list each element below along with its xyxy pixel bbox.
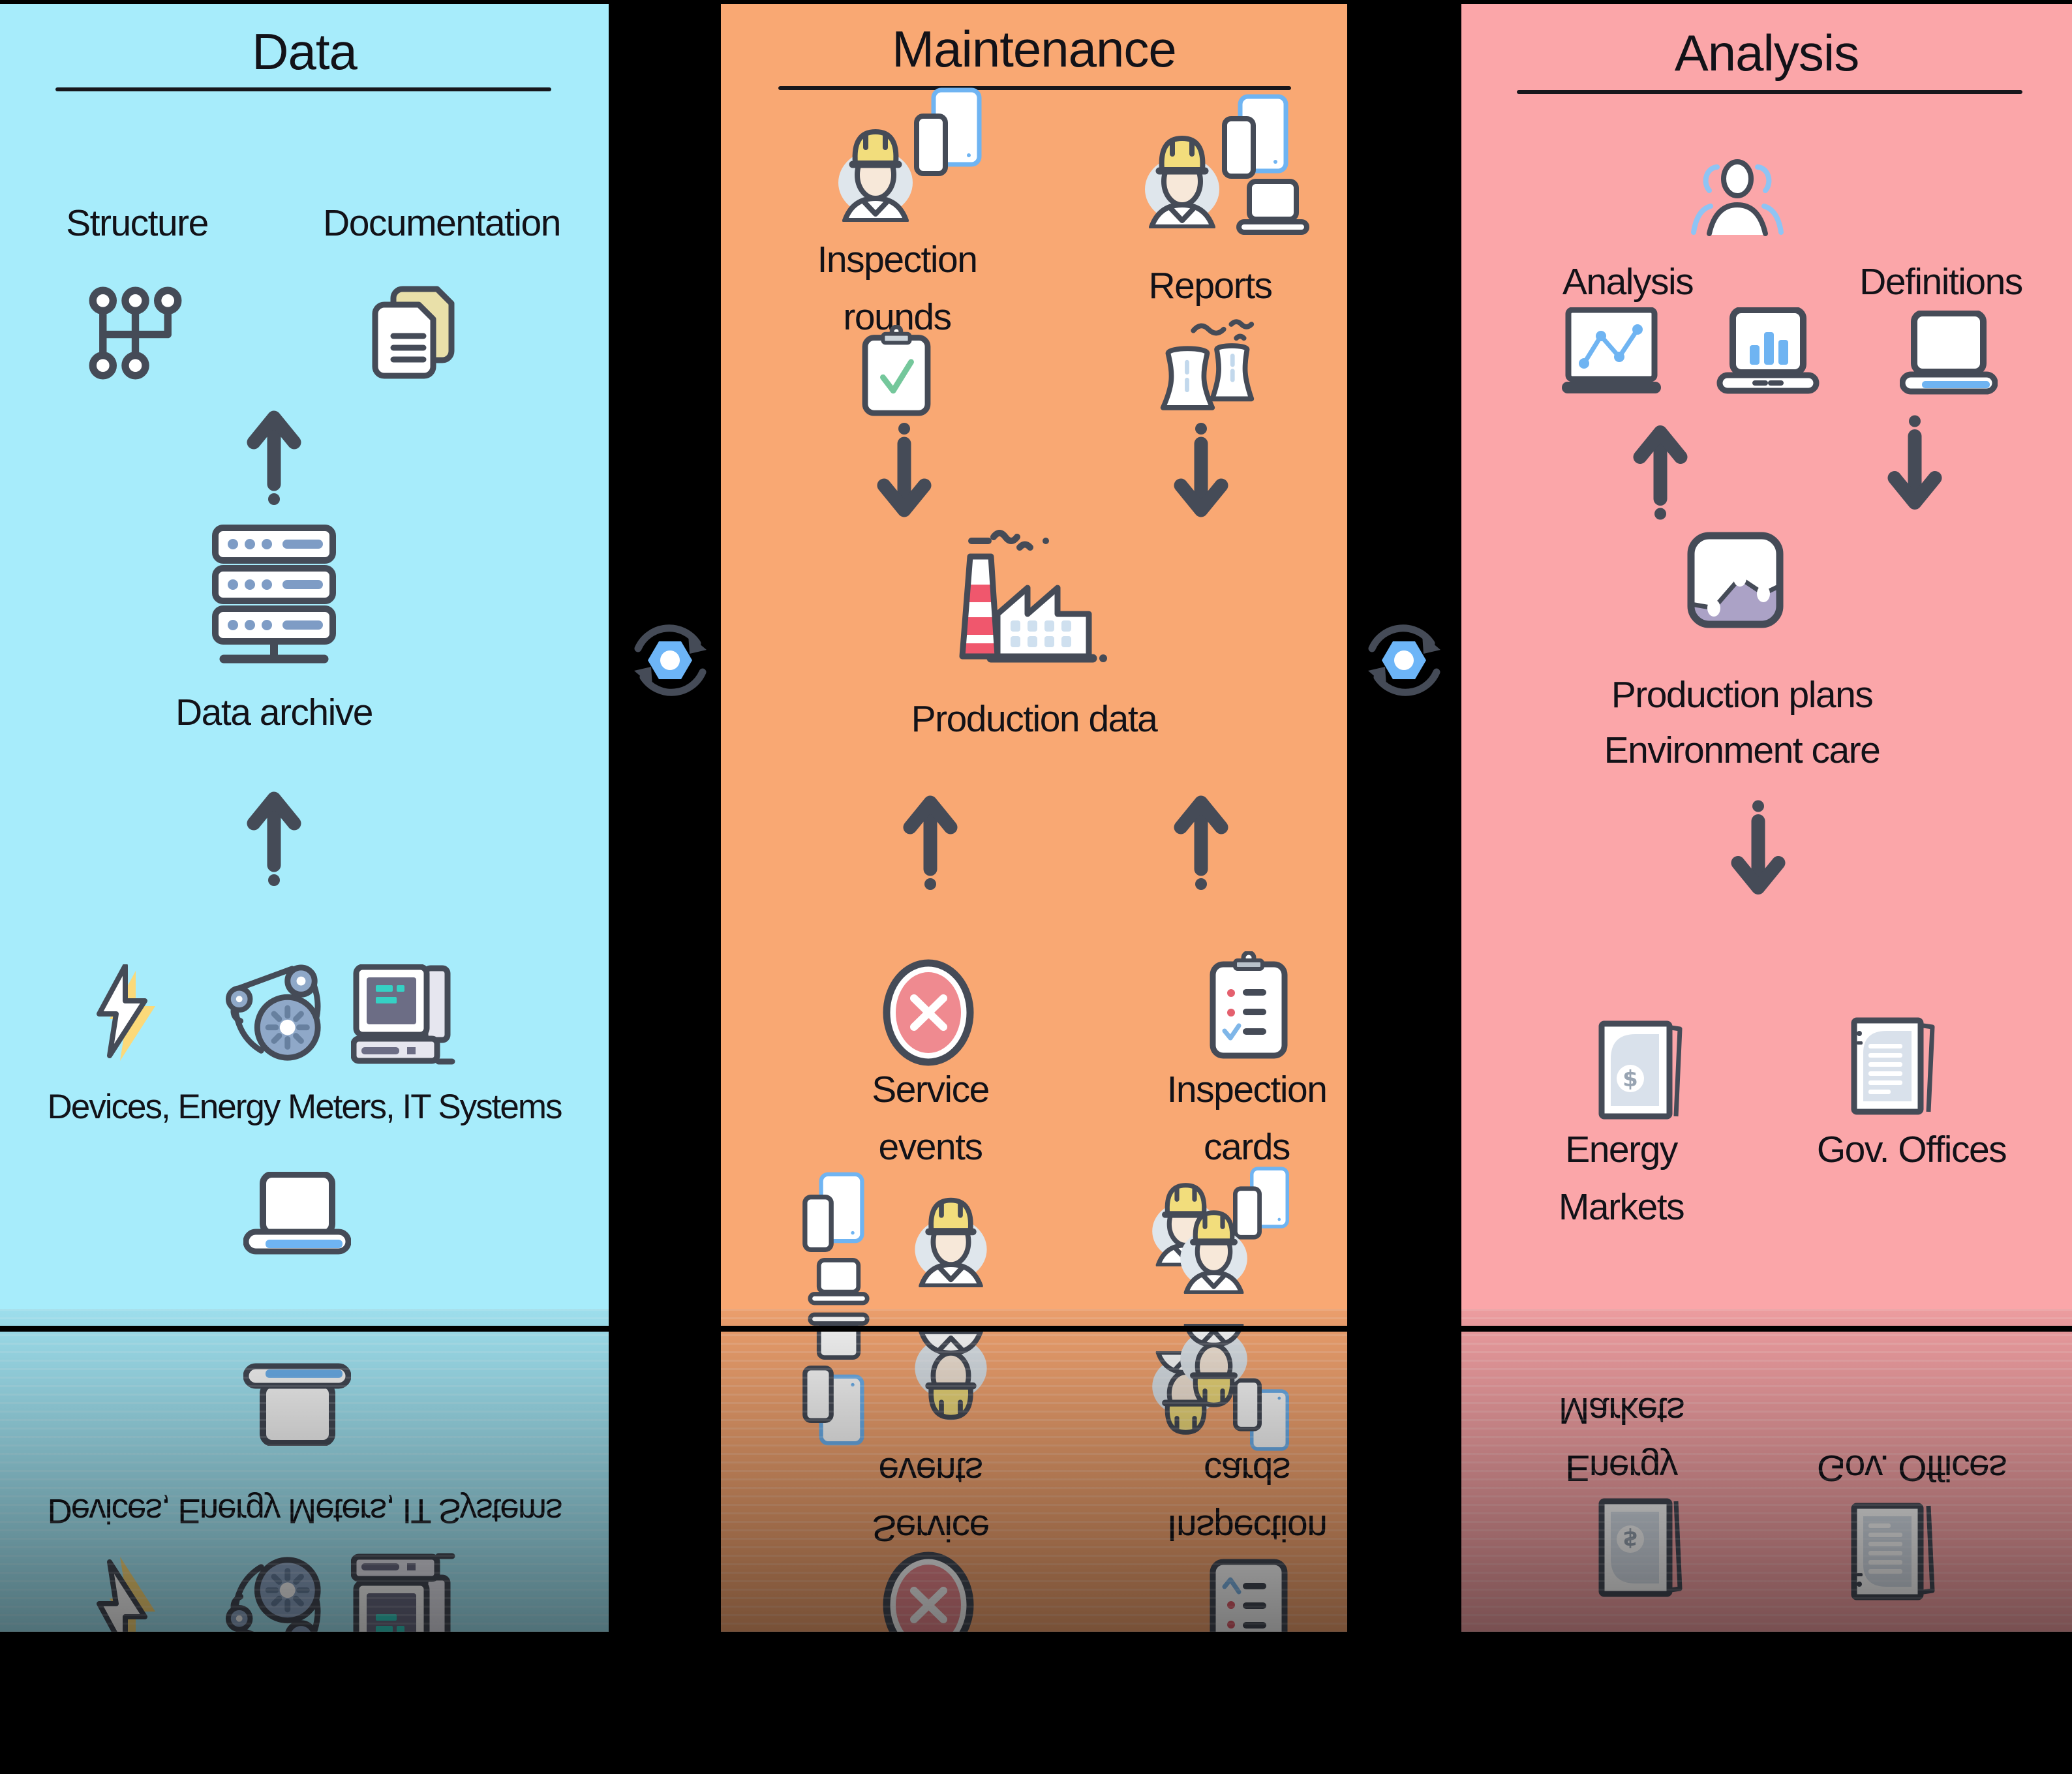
arrow-up-icon: [245, 401, 303, 505]
data-panel-title: Data: [252, 23, 358, 80]
maintenance-panel-main: Maintenance Inspection rounds: [721, 4, 1347, 1309]
server-icon: [212, 525, 336, 665]
maintenance-panel-reflection: Maintenance Inspection rounds: [721, 1309, 1347, 1632]
sync-icon: [1357, 613, 1452, 708]
svg-text:$: $: [1623, 1525, 1638, 1552]
people-icon: [1688, 155, 1786, 247]
laptop-barchart-icon: [1716, 307, 1820, 399]
reports-label: Reports: [1148, 265, 1273, 307]
analysis-panel-main: Analysis Analysis Definitions: [1461, 4, 2072, 1309]
service-events-label: Service events: [872, 1069, 990, 1169]
analysis-title-underline: [1517, 90, 2022, 94]
pulley-icon: [221, 962, 328, 1065]
analysis-label: Analysis: [1562, 261, 1694, 303]
gov-offices-label: Gov. Offices: [1816, 1129, 2007, 1170]
arrow-up-icon: [245, 782, 303, 886]
arrow-up-icon: [1172, 786, 1230, 890]
arrow-down-icon: [1729, 799, 1788, 906]
arrow-down-icon: [1885, 414, 1944, 521]
area-chart-icon: [1686, 531, 1784, 629]
presentation-chart-icon: [1559, 307, 1664, 400]
inspection-card-icon: [1209, 951, 1288, 1062]
phone-icon: [1233, 1186, 1262, 1240]
arrow-down-icon: [1172, 423, 1230, 527]
sync-icon: [623, 613, 718, 708]
arrow-up-icon: [1631, 414, 1690, 521]
floor-separator-line: [0, 1326, 2072, 1332]
service-x-icon: [881, 958, 976, 1067]
documents-icon: [369, 281, 460, 379]
documentation-label: Documentation: [323, 202, 561, 244]
worker-icon: [1170, 1204, 1258, 1294]
data-title-underline: [55, 87, 551, 91]
maintenance-title-underline: [778, 86, 1291, 90]
inspection-rounds-label: Inspection rounds: [817, 239, 978, 339]
text-doc-icon: [1846, 1015, 1938, 1120]
energy-markets-label: Energy Markets: [1558, 1129, 1685, 1229]
maintenance-panel-title: Maintenance: [892, 20, 1177, 78]
data-panel: Data Structure Documentation: [0, 4, 609, 1632]
laptop-icon: [804, 1258, 873, 1306]
arrow-down-icon: [875, 423, 934, 527]
phone-icon: [914, 114, 948, 176]
analysis-panel-title: Analysis: [1674, 24, 1859, 82]
definitions-label: Definitions: [1859, 261, 2023, 303]
laptop-icon: [243, 1172, 351, 1258]
structure-icon: [88, 286, 183, 380]
phone-icon: [1222, 116, 1256, 179]
production-data-label: Production data: [911, 698, 1158, 740]
lightning-icon: [91, 964, 163, 1063]
svg-text:$: $: [1623, 1066, 1638, 1092]
structure-label: Structure: [66, 202, 209, 244]
production-plans-label: Production plans: [1611, 674, 1874, 716]
data-panel-reflection: Data Structure Documentation: [0, 1309, 609, 1632]
worker-icon: [827, 123, 924, 222]
maintenance-panel: Maintenance Inspection rounds: [721, 4, 1347, 1632]
clipboard-check-icon: [861, 325, 932, 418]
devices-label: Devices, Energy Meters, IT Systems: [47, 1088, 562, 1126]
factory-icon: [951, 523, 1117, 679]
environment-care-label: Environment care: [1604, 729, 1881, 771]
data-panel-main: Data Structure Documentation: [0, 4, 609, 1309]
money-doc-icon: $: [1595, 1018, 1686, 1124]
inspection-cards-label: Inspection cards: [1166, 1069, 1328, 1169]
worker-icon: [904, 1191, 998, 1287]
analysis-panel: Analysis Analysis Definitions: [1461, 4, 2072, 1632]
desktop-computer-icon: [351, 964, 455, 1065]
phone-icon: [802, 1195, 834, 1252]
laptop-plain-icon: [1900, 311, 1998, 397]
analysis-panel-reflection: Analysis Analysis Definitions: [1461, 1309, 2072, 1632]
laptop-icon: [1236, 179, 1309, 236]
data-archive-label: Data archive: [175, 692, 374, 733]
cooling-towers-icon: [1157, 316, 1258, 414]
arrow-up-icon: [901, 786, 960, 890]
worker-icon: [1133, 129, 1231, 228]
